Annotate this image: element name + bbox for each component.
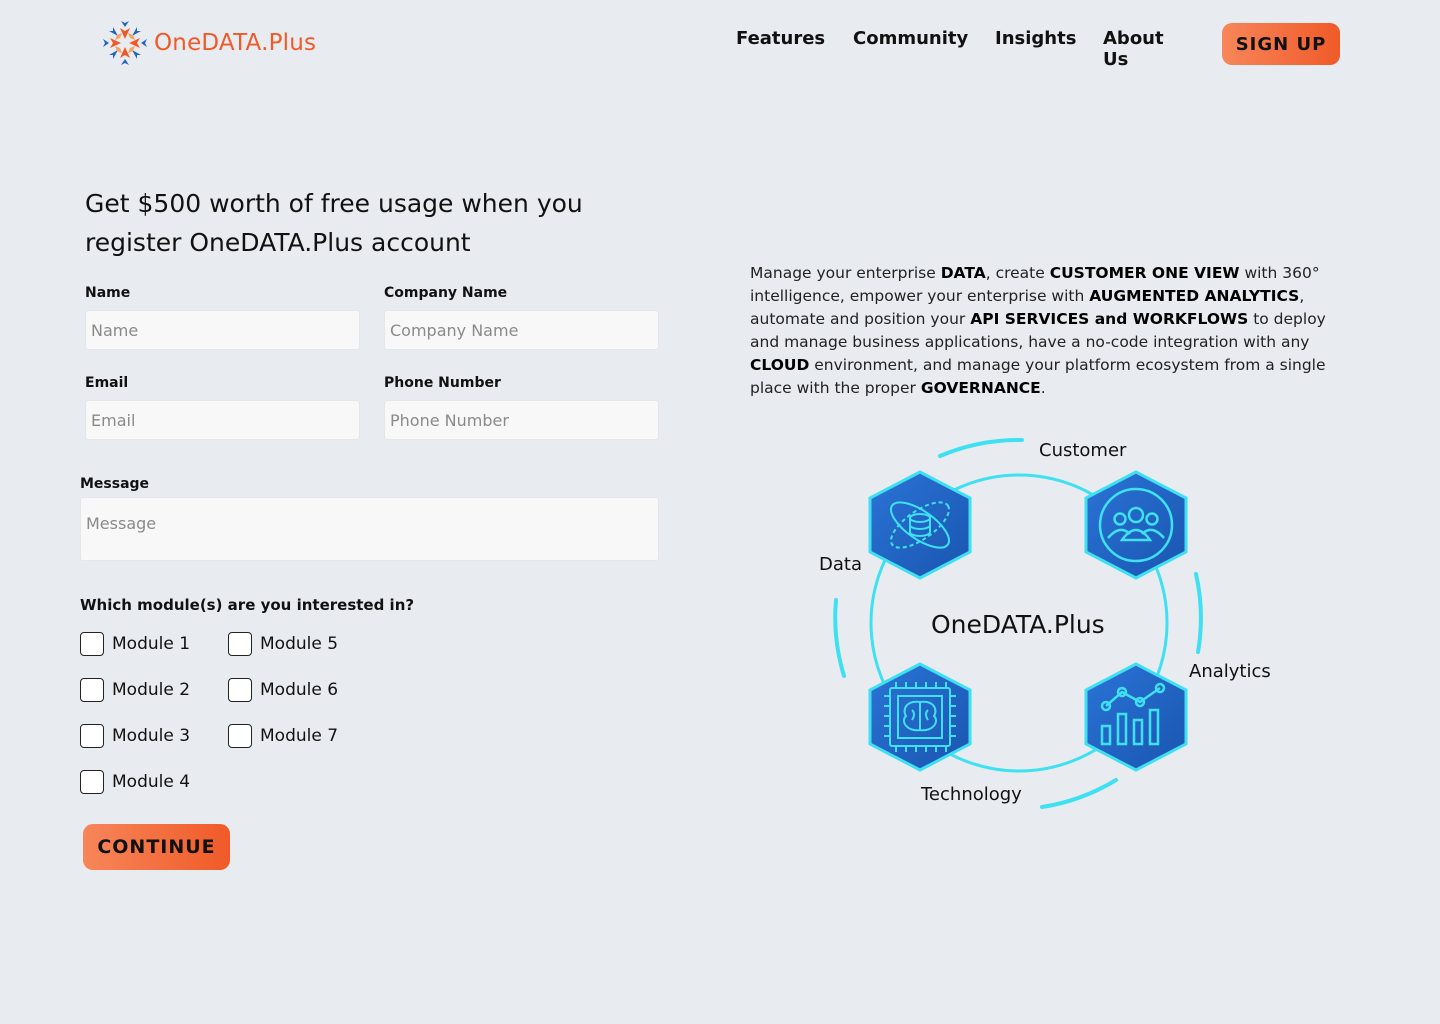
diagram-label-data: Data [819, 554, 862, 575]
customer-group-icon [1084, 470, 1188, 580]
message-input[interactable] [80, 497, 659, 561]
brand-name: OneDATA.Plus [154, 30, 317, 56]
nav-insights[interactable]: Insights [995, 28, 1077, 49]
module-4-label: Module 4 [112, 772, 191, 792]
diagram-label-analytics: Analytics [1189, 661, 1271, 682]
module-7-label: Module 7 [260, 726, 339, 746]
desc-text-4: , automate and position your [750, 287, 1305, 328]
diagram-label-technology: Technology [921, 784, 1022, 805]
product-description: Manage your enterprise DATA, create CUST… [750, 262, 1330, 400]
module-5-option[interactable]: Module 5 [228, 632, 338, 656]
platform-diagram: OneDATA.Plus Data Customer Analytics Tec… [800, 430, 1300, 820]
name-label: Name [85, 285, 131, 301]
module-6-label: Module 6 [260, 680, 339, 700]
module-3-label: Module 3 [112, 726, 191, 746]
module-6-checkbox[interactable] [228, 678, 252, 702]
desc-bold-customer: CUSTOMER ONE VIEW [1049, 264, 1240, 282]
desc-bold-analytics: AUGMENTED ANALYTICS [1089, 287, 1300, 305]
phone-number-input[interactable] [384, 400, 659, 440]
diagram-center-title: OneDATA.Plus [931, 610, 1105, 639]
module-2-checkbox[interactable] [80, 678, 104, 702]
analytics-chart-icon [1084, 662, 1188, 772]
company-name-label: Company Name [384, 285, 508, 301]
nav-features[interactable]: Features [736, 28, 826, 49]
desc-bold-cloud: CLOUD [750, 356, 810, 374]
module-1-option[interactable]: Module 1 [80, 632, 190, 656]
module-5-checkbox[interactable] [228, 632, 252, 656]
name-input[interactable] [85, 310, 360, 350]
email-label: Email [85, 375, 129, 391]
desc-bold-governance: GOVERNANCE [920, 379, 1041, 397]
module-6-option[interactable]: Module 6 [228, 678, 338, 702]
module-1-checkbox[interactable] [80, 632, 104, 656]
desc-bold-data: DATA [940, 264, 986, 282]
company-name-input[interactable] [384, 310, 659, 350]
module-2-option[interactable]: Module 2 [80, 678, 190, 702]
module-7-option[interactable]: Module 7 [228, 724, 338, 748]
headline-line-1: Get $500 worth of free usage when you [85, 189, 583, 218]
database-orbit-icon [868, 470, 972, 580]
diagram-label-customer: Customer [1039, 440, 1127, 461]
message-label: Message [80, 476, 150, 492]
desc-text-1: Manage your enterprise [750, 264, 941, 282]
modules-question: Which module(s) are you interested in? [80, 596, 415, 614]
brand-snowflake-icon [103, 21, 147, 65]
module-2-label: Module 2 [112, 680, 191, 700]
diagram-ring [833, 437, 1203, 809]
nav-community[interactable]: Community [853, 28, 969, 49]
signup-button[interactable]: SIGN UP [1222, 23, 1340, 65]
brand-logo[interactable]: OneDATA.Plus [100, 18, 316, 68]
module-4-checkbox[interactable] [80, 770, 104, 794]
module-5-label: Module 5 [260, 634, 339, 654]
desc-text-6: environment, and manage your platform ec… [750, 356, 1326, 397]
nav-about-us[interactable]: About Us [1103, 28, 1164, 70]
desc-text-3: with 360° intelligence, empower your ent… [750, 264, 1320, 305]
desc-text-5: to deploy and manage business applicatio… [750, 310, 1326, 351]
desc-bold-api: API SERVICES and WORKFLOWS [970, 310, 1249, 328]
brain-chip-icon [868, 662, 972, 772]
desc-text-7: . [1040, 379, 1046, 397]
headline-line-2: register OneDATA.Plus account [85, 228, 471, 257]
continue-button[interactable]: CONTINUE [83, 824, 230, 870]
module-1-label: Module 1 [112, 634, 191, 654]
phone-number-label: Phone Number [384, 375, 501, 391]
module-3-checkbox[interactable] [80, 724, 104, 748]
email-input[interactable] [85, 400, 360, 440]
module-7-checkbox[interactable] [228, 724, 252, 748]
module-3-option[interactable]: Module 3 [80, 724, 190, 748]
form-headline: Get $500 worth of free usage when you re… [85, 184, 605, 262]
desc-text-2: , create [985, 264, 1050, 282]
module-4-option[interactable]: Module 4 [80, 770, 190, 794]
